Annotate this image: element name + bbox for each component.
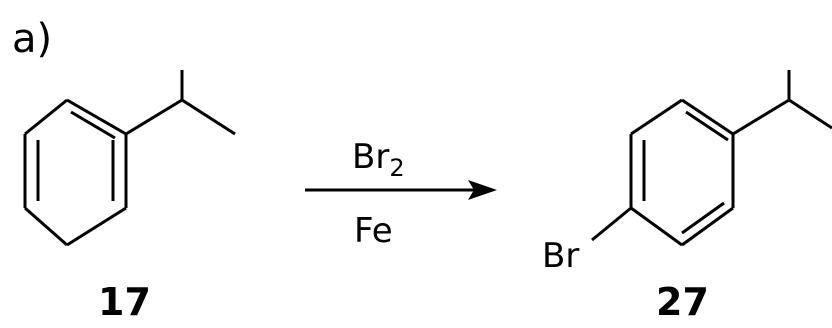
panel-label: a) xyxy=(12,16,52,62)
reaction-arrow xyxy=(305,180,497,200)
reagent-above-subscript: 2 xyxy=(389,154,404,182)
methyl-bond xyxy=(181,98,236,136)
product-structure xyxy=(591,70,832,247)
substituent-bond xyxy=(125,98,183,136)
reagent-above-symbol: Br xyxy=(352,137,389,177)
ring-bond xyxy=(630,98,683,136)
ring-double-bond xyxy=(681,201,725,235)
ring-bond xyxy=(681,98,734,136)
ring-bond xyxy=(24,206,68,247)
product-number: 27 xyxy=(656,280,709,324)
bromine-bond xyxy=(591,206,632,242)
reagent-above: Br2 xyxy=(352,137,405,182)
ring-bond xyxy=(66,206,127,247)
arrow-head xyxy=(468,180,497,200)
ring-bond xyxy=(681,206,734,247)
reactant-number: 17 xyxy=(98,280,151,324)
reagent-below: Fe xyxy=(354,211,393,251)
ring-double-bond xyxy=(70,110,116,140)
ring-bond xyxy=(24,98,68,136)
ring-bond xyxy=(630,206,683,247)
methyl-bond xyxy=(788,98,832,130)
ring-bond xyxy=(66,98,127,136)
ring-double-bond xyxy=(685,110,729,142)
substituent-bond xyxy=(732,98,790,136)
bromine-label: Br xyxy=(542,236,579,276)
reactant-structure xyxy=(23,70,236,247)
